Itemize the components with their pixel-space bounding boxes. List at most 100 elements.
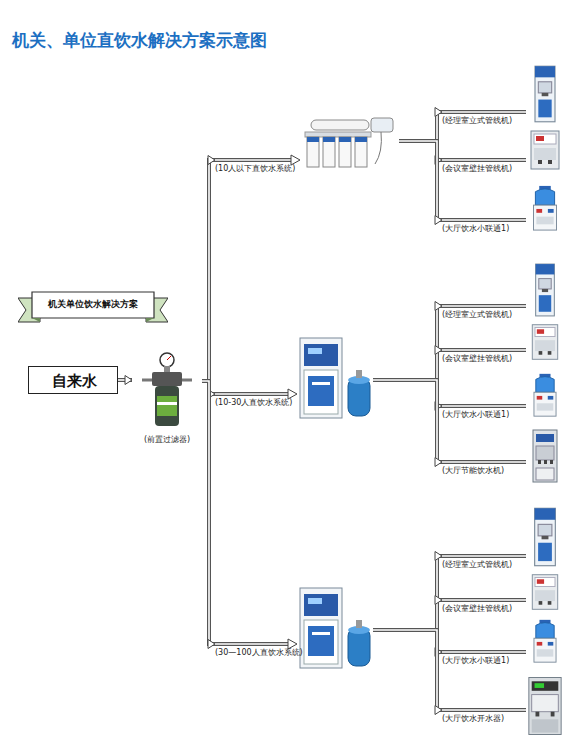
equipment-label: (会议室壁挂管线机) xyxy=(442,603,512,614)
pipe-outer xyxy=(373,600,442,630)
pipe-outer xyxy=(373,380,442,406)
arrow-head xyxy=(435,596,442,605)
pipe-outer xyxy=(373,306,442,380)
pipe-connector xyxy=(373,552,442,631)
desk-illustration xyxy=(526,372,564,418)
pipe-connector xyxy=(118,376,132,385)
stand-illustration xyxy=(526,262,564,318)
equipment-label: (大厅饮水小联通1) xyxy=(442,223,509,234)
pipe-connector xyxy=(373,380,442,467)
pipe-outer xyxy=(373,630,442,710)
stand-drawing xyxy=(526,506,564,568)
wall-drawing xyxy=(526,322,564,362)
equipment-node: (大厅饮水开水器) xyxy=(442,672,567,742)
equipment-label: (会议室壁挂管线机) xyxy=(442,163,512,174)
cab-drawing xyxy=(298,586,373,672)
filter-drawing xyxy=(142,352,192,428)
arrow-head xyxy=(435,458,442,467)
pipe-connector xyxy=(373,630,442,657)
arrow-head xyxy=(125,376,132,385)
equipment-node: (大厅饮水小联通1) xyxy=(442,184,567,234)
equipment-label: (前置过滤器) xyxy=(132,434,202,445)
equipment-label: (大厅饮水开水器) xyxy=(442,713,504,724)
wall-drawing xyxy=(526,128,564,172)
equipment-label: (大厅饮水小联通1) xyxy=(442,409,509,420)
equipment-label: (经理室立式管线机) xyxy=(442,309,512,320)
wall-illustration xyxy=(526,572,564,612)
wall-drawing xyxy=(526,572,564,612)
pipe-connector xyxy=(202,381,215,649)
arrow-head xyxy=(435,552,442,561)
wall-illustration xyxy=(526,322,564,362)
equipment-label: (大厅节能饮水机) xyxy=(442,465,504,476)
stand-illustration xyxy=(526,506,564,568)
filter-illustration xyxy=(142,352,192,428)
desk-drawing xyxy=(526,372,564,418)
cabinet-illustration xyxy=(526,428,564,484)
equipment-node: (大厅饮水小联通1) xyxy=(442,618,567,666)
pipe-connector xyxy=(399,108,442,142)
boiler-illustration xyxy=(526,672,564,740)
equipment-node: (经理室立式管线机) xyxy=(442,506,567,570)
ro-drawing xyxy=(301,114,397,172)
source-box: 自来水 xyxy=(28,366,118,394)
equipment-node: (会议室壁挂管线机) xyxy=(442,572,567,614)
pipe-outer xyxy=(373,556,442,630)
pipe-inner xyxy=(373,306,442,380)
pipe-inner xyxy=(373,630,442,710)
pipe-outer xyxy=(373,380,442,462)
arrow-head xyxy=(435,302,442,311)
equipment-node: (会议室壁挂管线机) xyxy=(442,322,567,364)
cab-illustration xyxy=(298,336,373,422)
pipe-outer xyxy=(202,381,215,644)
pipe-inner xyxy=(202,381,215,644)
equipment-node: (10人以下直饮水系统) xyxy=(215,112,399,178)
pipe-connector xyxy=(373,630,442,715)
equipment-label: (经理室立式管线机) xyxy=(442,115,512,126)
desk-drawing xyxy=(526,618,564,664)
equipment-label: (大厅饮水小联通1) xyxy=(442,655,509,666)
pipe-outer xyxy=(373,350,442,380)
pipe-inner xyxy=(373,380,442,462)
arrow-head xyxy=(208,156,215,165)
equipment-node: (30—100人直饮水系统) xyxy=(215,586,373,674)
pipe-connector xyxy=(373,596,442,631)
equipment-label: (30—100人直饮水系统) xyxy=(215,647,303,658)
pipe-connector xyxy=(373,302,442,381)
arrow-head xyxy=(435,706,442,715)
pipe-inner xyxy=(373,380,442,406)
cabinet-drawing xyxy=(526,428,564,484)
stand-illustration xyxy=(526,64,564,124)
pipe-inner xyxy=(373,600,442,630)
wall-illustration xyxy=(526,128,564,172)
desk-illustration xyxy=(526,184,564,232)
pipe-inner xyxy=(373,556,442,630)
pipe-outer xyxy=(399,141,442,220)
equipment-label: (会议室壁挂管线机) xyxy=(442,353,512,364)
pipe-connector xyxy=(373,380,442,411)
pipe-inner xyxy=(373,630,442,652)
equipment-node: (大厅饮水小联通1) xyxy=(442,372,567,420)
boiler-drawing xyxy=(526,672,564,740)
equipment-node: (10-30人直饮水系统) xyxy=(215,336,373,424)
pipe-outer xyxy=(373,630,442,652)
equipment-node: (前置过滤器) xyxy=(132,352,202,450)
diagram-title: 机关、单位直饮水解决方案示意图 xyxy=(12,29,267,52)
arrow-head xyxy=(435,346,442,355)
arrow-head xyxy=(208,640,215,649)
arrow-head xyxy=(435,108,442,117)
stand-drawing xyxy=(526,262,564,318)
cab-illustration xyxy=(298,586,373,672)
stand-drawing xyxy=(526,64,564,124)
node-label: 自来水 xyxy=(29,372,119,391)
pipe-connector xyxy=(373,346,442,381)
equipment-node: (大厅节能饮水机) xyxy=(442,428,567,486)
title-banner: 机关单位饮水解决方案 xyxy=(18,288,168,326)
equipment-label: 机关单位饮水解决方案 xyxy=(18,298,168,311)
desk-drawing xyxy=(526,184,564,232)
equipment-node: (会议室壁挂管线机) xyxy=(442,128,567,174)
pipe-connector xyxy=(399,141,442,225)
equipment-label: (经理室立式管线机) xyxy=(442,559,512,570)
cab-drawing xyxy=(298,336,373,422)
